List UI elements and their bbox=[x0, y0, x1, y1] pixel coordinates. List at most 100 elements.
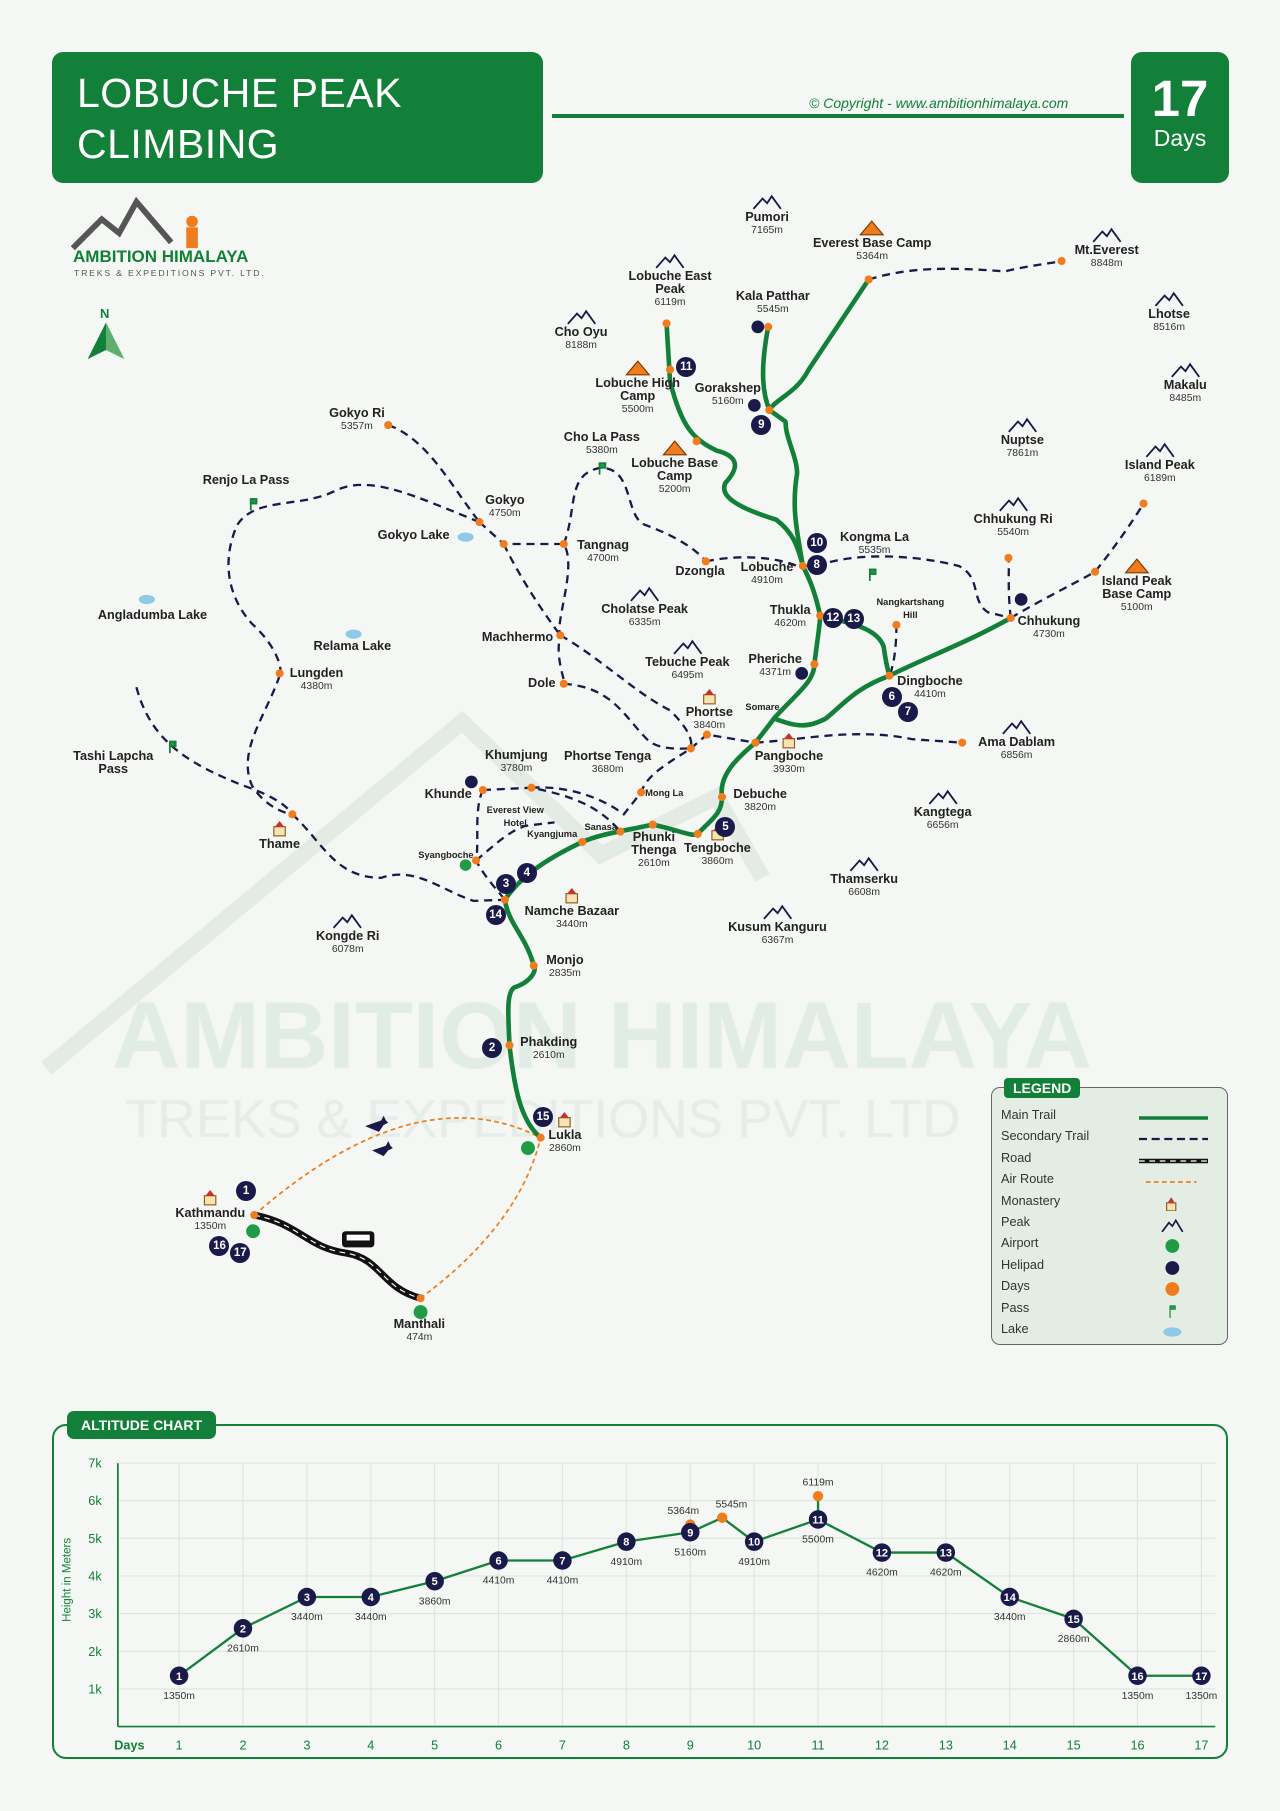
place-name: Somare bbox=[745, 702, 780, 713]
place-name: Kangtega bbox=[913, 805, 972, 820]
place-name: Island Peak bbox=[1124, 457, 1195, 472]
place-gokyo-lake: Gokyo Lake bbox=[378, 529, 450, 542]
day-marker: 14 bbox=[485, 904, 506, 925]
place-altitude: 3930m bbox=[773, 763, 805, 775]
x-tick-label: 2 bbox=[239, 1739, 246, 1753]
day-point-number: 8 bbox=[623, 1537, 629, 1549]
north-arrow: N bbox=[83, 306, 129, 364]
plane-icon bbox=[365, 1115, 393, 1157]
x-tick-label: 15 bbox=[1067, 1739, 1081, 1753]
place-name: Cho Oyu bbox=[554, 324, 608, 339]
place-altitude: 6078m bbox=[331, 943, 364, 955]
place-name: Nangkartshang Hill bbox=[876, 597, 945, 621]
place-altitude: 6335m bbox=[628, 617, 661, 629]
lake-icons bbox=[138, 532, 474, 639]
altitude-value-label: 1350m bbox=[1186, 1691, 1218, 1702]
place-name: Everest Base Camp bbox=[812, 235, 932, 250]
brand-logo: AMBITION HIMALAYA TREKS & EXPEDITIONS PV… bbox=[67, 196, 287, 288]
day-point bbox=[744, 1532, 764, 1551]
legend-label: Road bbox=[1001, 1150, 1032, 1165]
title-line-2: CLIMBING bbox=[77, 121, 280, 167]
place-name: Cho La Pass bbox=[563, 429, 640, 444]
peak-icon bbox=[763, 904, 792, 920]
place-name: Kala Patthar bbox=[735, 288, 810, 303]
road-centerline bbox=[254, 1214, 421, 1299]
camp-tent-icon bbox=[625, 359, 651, 376]
camp-tent-icon bbox=[662, 440, 688, 456]
place-name: Lobuche East Peak bbox=[628, 269, 712, 297]
peak-icon bbox=[333, 913, 363, 929]
side-trip-label: 5364m bbox=[667, 1506, 699, 1517]
legend-item-secondary-trail: Secondary Trail bbox=[1001, 1129, 1215, 1149]
y-tick-label: 4k bbox=[88, 1570, 102, 1584]
altitude-value-label: 1350m bbox=[163, 1691, 195, 1702]
place-relama-lake: Relama Lake bbox=[314, 640, 392, 653]
x-tick-label: 10 bbox=[747, 1739, 761, 1753]
place-altitude: 8516m bbox=[1153, 322, 1185, 334]
altitude-value-label: 4410m bbox=[483, 1576, 515, 1587]
y-tick-label: 5k bbox=[88, 1532, 102, 1546]
monastery-icon bbox=[565, 887, 579, 903]
air-route-icon bbox=[1145, 1181, 1197, 1184]
place-dzongla: Dzongla bbox=[675, 564, 724, 578]
place-name: Tengboche bbox=[684, 841, 751, 856]
altitude-value-label: 4910m bbox=[738, 1557, 770, 1568]
helipad-icons bbox=[465, 320, 1028, 789]
altitude-value-label: 3440m bbox=[355, 1612, 387, 1623]
altitude-value-label: 2610m bbox=[227, 1643, 259, 1654]
peak-icon bbox=[1007, 418, 1037, 433]
place-altitude: 5357m bbox=[341, 420, 373, 432]
place-name: Namche Bazaar bbox=[524, 903, 620, 918]
x-tick-label: 3 bbox=[303, 1739, 310, 1753]
x-tick-label: 11 bbox=[811, 1739, 824, 1753]
y-tick-label: 1k bbox=[88, 1683, 102, 1697]
page-title: LOBUCHE PEAK CLIMBING bbox=[52, 52, 543, 183]
monastery-icon bbox=[703, 688, 716, 705]
place-sanasa: Sanasa bbox=[584, 821, 617, 834]
day-point-number: 9 bbox=[687, 1527, 693, 1539]
place-name: Gokyo bbox=[485, 493, 525, 508]
legend-label: Monastery bbox=[1001, 1193, 1061, 1208]
lake-icon bbox=[1163, 1327, 1182, 1337]
day-point bbox=[1064, 1609, 1083, 1629]
x-tick-label: 8 bbox=[623, 1739, 630, 1753]
place-name: Machhermo bbox=[481, 629, 554, 644]
place-thame: Thame bbox=[259, 820, 300, 851]
place-machhermo: Machhermo bbox=[481, 629, 554, 644]
place-altitude: 4910m bbox=[751, 575, 783, 587]
place-name: Kyangjuma bbox=[527, 829, 578, 840]
place-name: Chhukung bbox=[1017, 613, 1081, 628]
place-altitude: 5364m bbox=[856, 250, 889, 262]
place-dole: Dole bbox=[528, 675, 556, 690]
peak-icon bbox=[1161, 1218, 1184, 1232]
day-point-number: 12 bbox=[876, 1548, 888, 1560]
place-altitude: 5200m bbox=[658, 484, 691, 496]
day-marker: 13 bbox=[843, 609, 864, 630]
place-name: Dole bbox=[528, 675, 556, 690]
camp-tent-icon bbox=[859, 220, 885, 236]
place-everest-view-hotel: Everest View Hotel bbox=[483, 804, 547, 830]
days-badge: 17 Days bbox=[1131, 52, 1229, 183]
legend-item-peak: Peak bbox=[1001, 1215, 1215, 1235]
road-icon bbox=[1139, 1158, 1208, 1164]
place-name: Chhukung Ri bbox=[973, 511, 1053, 526]
place-mong-la: Mong La bbox=[645, 787, 683, 800]
peak-icon bbox=[1145, 442, 1175, 458]
place-name: Pumori bbox=[745, 210, 789, 225]
place-altitude: 2860m bbox=[549, 1142, 581, 1154]
altitude-value-label: 5160m bbox=[674, 1547, 706, 1558]
place-altitude: 4410m bbox=[914, 688, 946, 700]
peak-icon bbox=[1170, 362, 1200, 378]
day-point bbox=[808, 1510, 828, 1529]
